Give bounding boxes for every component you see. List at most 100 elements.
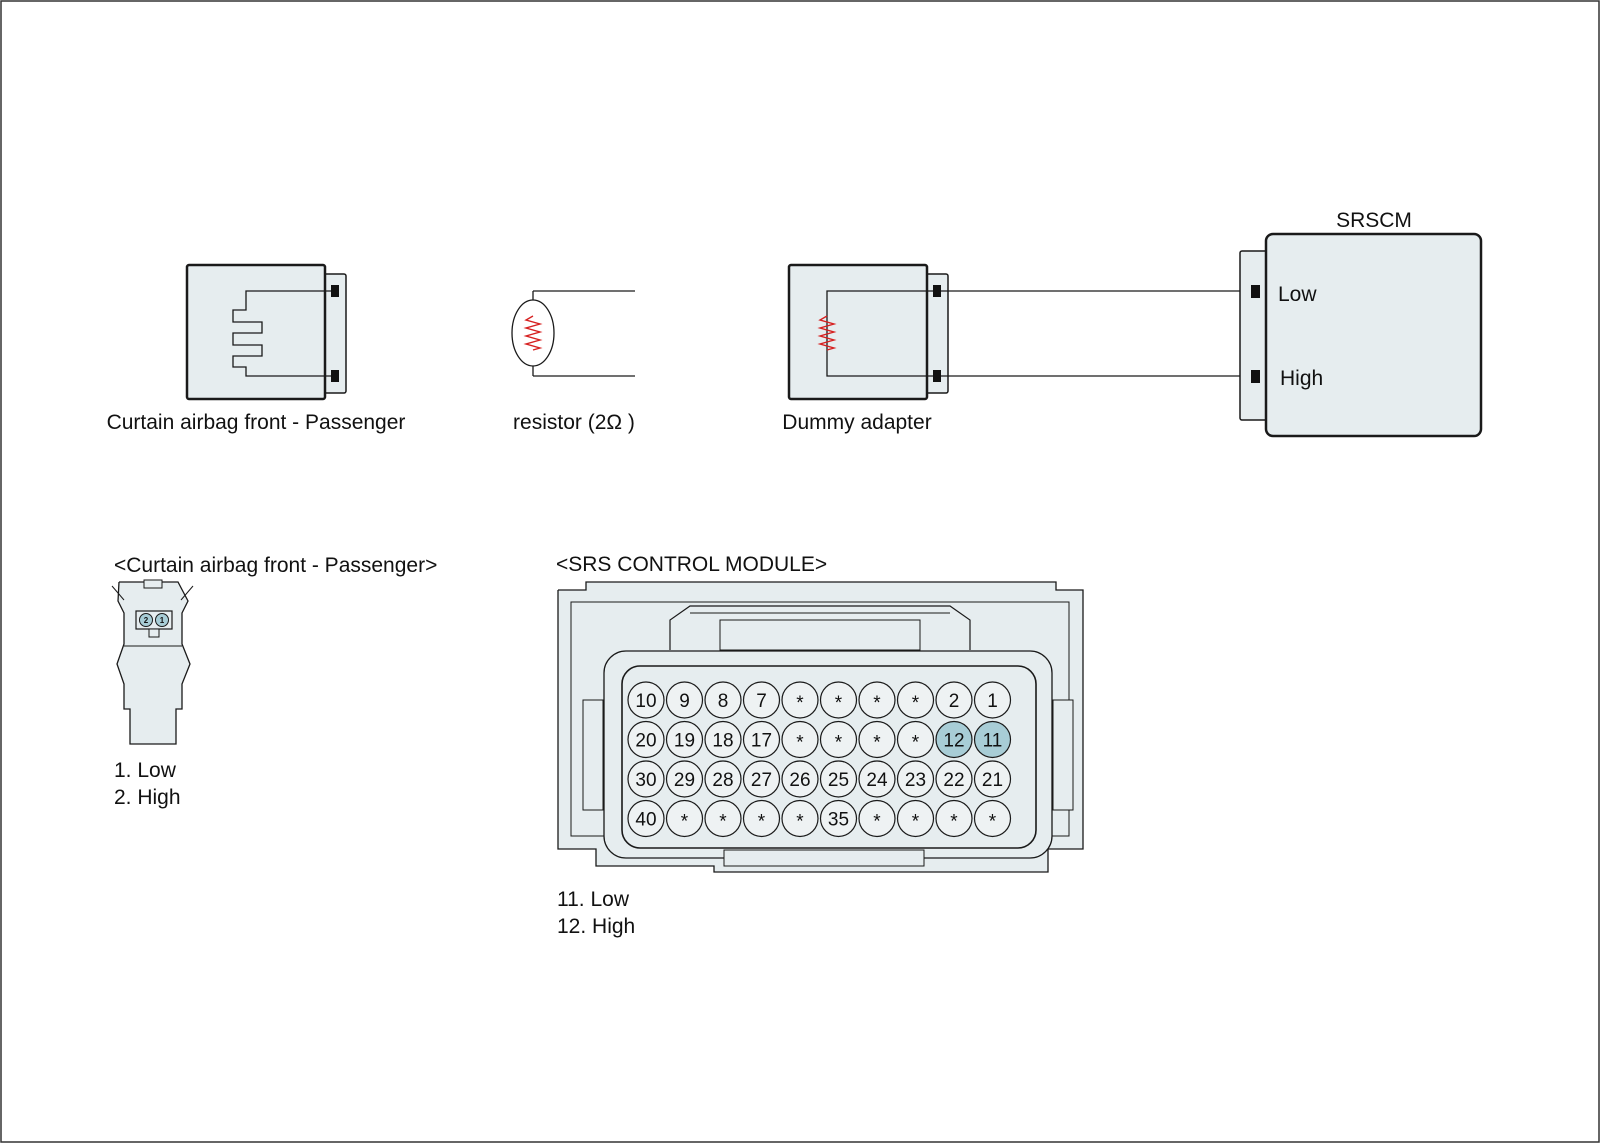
srs-pin-label: 9 (679, 691, 690, 712)
curtain-airbag-terminal-top (331, 285, 339, 297)
srs-pin-2-9 (973, 760, 1012, 798)
srs-pin-1-7 (896, 720, 935, 759)
srs-pin-label: * (835, 733, 843, 754)
srs-pin-2-2 (704, 760, 742, 798)
srs-pin-0-9 (973, 681, 1012, 719)
resistor-label: resistor (2Ω ) (513, 411, 635, 434)
dummy-adapter-terminal-top (933, 285, 941, 297)
srs-pin-label: * (758, 812, 766, 833)
srscm-high-label: High (1280, 367, 1323, 390)
srs-pin-0-0 (627, 681, 665, 719)
srs-pin-1-5 (819, 720, 858, 759)
srs-pin-label: * (873, 812, 881, 833)
srs-pin-2-8 (935, 760, 973, 798)
srs-pin-label: * (835, 693, 843, 714)
srs-pin-label: 21 (982, 770, 1003, 791)
srscm-low-label: Low (1278, 283, 1317, 306)
srs-pin-label: 26 (789, 770, 810, 791)
srs-pin-label: 10 (635, 691, 656, 712)
srs-pin-2-5 (819, 760, 858, 798)
srs-pin-0-1 (665, 681, 704, 719)
srs-pin-label: 30 (635, 770, 656, 791)
curtain-connector-tick-left (111, 585, 125, 601)
curtain-airbag-terminal-bottom (331, 370, 339, 382)
srs-legend-low: 11. Low (557, 888, 630, 911)
srs-pin-label: 11 (983, 731, 1003, 752)
srs-pin-label: 18 (712, 731, 733, 752)
srs-pin-label: * (912, 812, 920, 833)
srs-side-clip-left (582, 699, 604, 811)
srs-pin-label: 29 (674, 770, 695, 791)
resistor-component: resistor (2Ω ) (511, 290, 635, 434)
curtain-pin-2 (139, 613, 153, 627)
resistor-body (511, 299, 555, 367)
srs-pin-1-8 (935, 720, 973, 759)
dummy-adapter-body (787, 263, 929, 401)
srs-pin-3-7 (896, 799, 935, 838)
srs-legend-high: 12. High (557, 915, 635, 938)
srs-pin-3-9 (973, 799, 1012, 838)
srs-latch-slot (719, 619, 921, 651)
srs-pin-label: 20 (635, 731, 656, 752)
curtain-connector-tick-right (180, 585, 194, 601)
srs-pin-label: 35 (828, 810, 849, 831)
srs-pin-0-6 (858, 681, 896, 719)
srs-pin-label: 28 (712, 770, 733, 791)
srs-pin-label: * (681, 812, 689, 833)
srs-pin-1-0 (627, 720, 665, 759)
dummy-adapter-label: Dummy adapter (782, 411, 931, 434)
srs-pin-label: * (873, 693, 881, 714)
srs-side-clip-right (1052, 699, 1074, 811)
srs-pin-1-9 (973, 720, 1012, 759)
srs-pin-3-5 (819, 799, 858, 838)
curtain-connector-key (148, 628, 160, 638)
srs-pin-label: 22 (943, 770, 964, 791)
srs-pin-label: 2 (949, 691, 960, 712)
curtain-pin-1 (155, 613, 169, 627)
srscm-body (1264, 232, 1483, 438)
srs-pin-label: 23 (905, 770, 926, 791)
srs-pin-label: * (912, 693, 920, 714)
srs-pin-label: 40 (635, 810, 656, 831)
srs-pin-0-4 (781, 681, 819, 719)
srs-pin-1-3 (742, 720, 781, 759)
curtain-legend-low: 1. Low (114, 759, 177, 782)
srs-pin-label: 8 (718, 691, 729, 712)
srscm-terminal-low (1251, 285, 1260, 298)
srs-bottom-tab (723, 849, 925, 867)
resistor-zigzag (523, 315, 543, 351)
srs-pin-3-1 (665, 799, 704, 838)
srs-pin-3-2 (704, 799, 742, 838)
curtain-pin-label: 2 (144, 616, 149, 625)
srs-pin-2-0 (627, 760, 665, 798)
srs-pin-2-4 (781, 760, 819, 798)
srs-pin-2-1 (665, 760, 704, 798)
srs-pin-0-7 (896, 681, 935, 719)
curtain-airbag-label: Curtain airbag front - Passenger (107, 411, 406, 434)
srscm-terminal-high (1251, 370, 1260, 383)
srs-pin-2-7 (896, 760, 935, 798)
srs-pin-1-1 (665, 720, 704, 759)
dummy-adapter-resistor (817, 315, 837, 351)
srs-pin-2-3 (742, 760, 781, 798)
srs-pin-0-3 (742, 681, 781, 719)
srs-pin-2-6 (858, 760, 896, 798)
srs-pin-0-2 (704, 681, 742, 719)
curtain-airbag-component: Curtain airbag front - Passenger (107, 263, 406, 434)
srs-pin-3-6 (858, 799, 896, 838)
srs-pin-label: * (989, 812, 997, 833)
srs-pin-label: 17 (751, 731, 772, 752)
srs-pin-1-2 (704, 720, 742, 759)
srs-pin-3-3 (742, 799, 781, 838)
srs-pin-label: 27 (751, 770, 772, 791)
srs-pin-label: 25 (828, 770, 849, 791)
curtain-airbag-squib-wire (232, 290, 331, 377)
srs-pin-3-4 (781, 799, 819, 838)
srscm-title: SRSCM (1336, 209, 1412, 232)
srs-pin-1-4 (781, 720, 819, 759)
